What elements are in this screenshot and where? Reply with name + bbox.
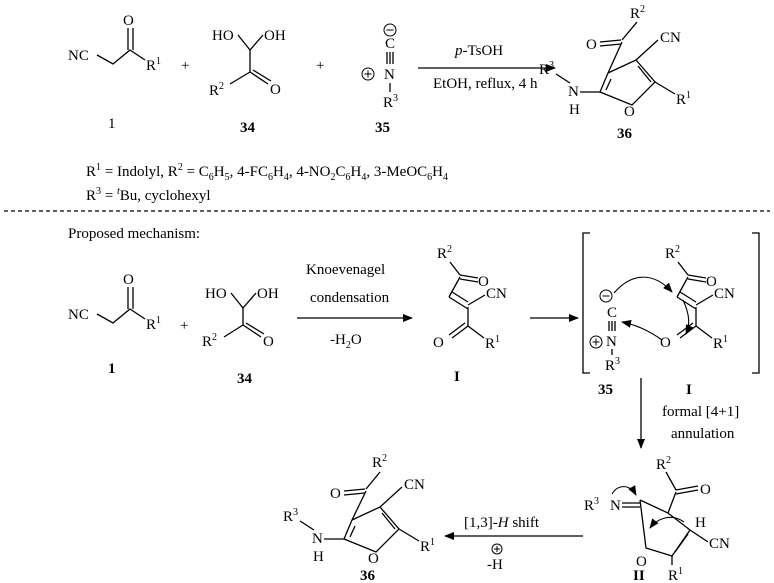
- proton-loss-label: -H: [487, 557, 503, 573]
- r2-label-36: R2: [630, 4, 645, 22]
- formal-label: formal [4+1]: [662, 404, 739, 420]
- intermediate-II: R2 O N R3 H CN R1 O II: [584, 455, 730, 583]
- r2-label-36b: R2: [372, 453, 387, 471]
- hydroxy-label: HO: [212, 28, 234, 44]
- nitrile-group-label-2: NC: [68, 307, 89, 323]
- amine-h-36b: H: [313, 549, 324, 565]
- r1-label-2: R1: [146, 315, 161, 333]
- plus-sign-3: +: [180, 318, 188, 334]
- nitrile-group-label: NC: [68, 48, 89, 64]
- curly-arrow-II-1: [611, 485, 637, 496]
- bracket-label-I: I: [686, 382, 692, 398]
- amine-n-36b: N: [312, 531, 323, 547]
- compound-34-label: 34: [240, 120, 256, 136]
- product-36-bottom: R2 O CN R1 O N H R3 36: [283, 453, 435, 583]
- shift-label: [1,3]-H shift: [464, 515, 540, 531]
- carbonyl-o-I4: O: [660, 335, 671, 351]
- r2-label: R2: [209, 81, 224, 99]
- carbonyl-o-I3: O: [706, 274, 717, 290]
- r1-label-36: R1: [676, 90, 691, 108]
- carbonyl-o-I2: O: [433, 335, 444, 351]
- compound-1-mech: NC O R1 1: [68, 272, 161, 377]
- bracket-label-35: 35: [598, 382, 613, 398]
- transition-bracket: [582, 232, 760, 374]
- hydroxy-label-3: HO: [205, 286, 227, 302]
- cyano-label-36: CN: [660, 30, 681, 46]
- knoevenagel-label: Knoevenagel: [306, 262, 385, 278]
- condensation-label: condensation: [310, 290, 390, 306]
- r1-label-I: R1: [485, 334, 500, 352]
- compound-34-label-2: 34: [237, 371, 253, 387]
- curly-arrow-shift: [682, 299, 694, 335]
- substituent-line-2: R3 = tBu, cyclohexyl: [86, 186, 211, 204]
- carbonyl-o-II: O: [700, 482, 711, 498]
- cyano-label-II: CN: [709, 536, 730, 552]
- product-36-top: R2 O CN R1 O N H R3 36: [539, 4, 691, 142]
- r1-label: R1: [146, 56, 161, 74]
- curly-arrow-attack: [613, 276, 673, 294]
- plus-sign-2: +: [316, 58, 324, 74]
- carbonyl-o-36: O: [586, 37, 597, 53]
- compound-35-label: 35: [375, 120, 390, 136]
- imine-n: N: [610, 498, 621, 514]
- isocyanide-n-2: N: [606, 334, 617, 350]
- bracket-contents: C N R3 R2 O CN O R1 35 I: [589, 244, 735, 398]
- carbonyl-o-2: O: [123, 272, 134, 288]
- compound-36-label: 36: [617, 126, 633, 142]
- amine-h: H: [569, 102, 580, 118]
- annulation-label: annulation: [671, 426, 735, 442]
- isocyanide-c-2: C: [607, 305, 617, 321]
- plus-sign: +: [181, 58, 189, 74]
- ring-oxygen: O: [624, 104, 635, 120]
- amine-n: N: [568, 84, 579, 100]
- intermediate-II-label: II: [633, 568, 645, 583]
- r3-label-II: R3: [584, 496, 599, 514]
- r3-label: R3: [383, 93, 398, 111]
- compound-34-top: HO OH O R2 34: [209, 28, 286, 136]
- r2-label-I2: R2: [665, 244, 680, 262]
- r2-label-I: R2: [437, 244, 452, 262]
- cyano-label-I2: CN: [714, 286, 735, 302]
- water-loss-label: -H2O: [330, 332, 362, 351]
- intermediate-I-label: I: [454, 369, 460, 385]
- mechanism-heading: Proposed mechanism:: [68, 226, 200, 242]
- product-36-label: 36: [360, 568, 376, 583]
- compound-1-top: NC O R1 1: [68, 13, 161, 132]
- isocyanide-n: N: [384, 67, 395, 83]
- compound-1-label-2: 1: [108, 361, 116, 377]
- intermediate-I: R2 O CN O R1 I: [433, 244, 507, 385]
- carbonyl-o: O: [123, 13, 134, 29]
- r3-label-36: R3: [539, 60, 554, 78]
- r3-label-36b: R3: [283, 507, 298, 525]
- r1-label-36b: R1: [420, 537, 435, 555]
- compound-35-top: C N R3 35: [361, 23, 398, 136]
- reagent-label: p-TsOH: [454, 43, 503, 59]
- r3-label-2: R3: [605, 356, 620, 374]
- ring-h-II: H: [695, 515, 706, 531]
- substituent-line-1: R1 = Indolyl, R2 = C6H5, 4-FC6H4, 4-NO2C…: [86, 162, 448, 183]
- hydroxy-label-4: OH: [257, 286, 279, 302]
- isocyanide-c: C: [385, 36, 395, 52]
- conditions-label: EtOH, reflux, 4 h: [433, 76, 538, 92]
- curly-arrow-close: [621, 319, 663, 341]
- r2-label-2: R2: [202, 332, 217, 350]
- ring-oxygen-II: O: [636, 554, 647, 570]
- r1-label-I2: R1: [713, 334, 728, 352]
- ring-oxygen-36b: O: [368, 551, 379, 567]
- carbonyl-o-4: O: [263, 334, 274, 350]
- r2-label-II: R2: [656, 455, 671, 473]
- cyano-label-I: CN: [486, 286, 507, 302]
- compound-34-mech: HO OH O R2 34: [202, 286, 279, 387]
- hydroxy-label-2: OH: [264, 28, 286, 44]
- carbonyl-o-34: O: [270, 82, 281, 98]
- compound-1-label: 1: [108, 116, 116, 132]
- curly-arrow-II-2: [649, 516, 685, 529]
- carbonyl-o-36b: O: [330, 486, 341, 502]
- carbonyl-o-I1: O: [478, 274, 489, 290]
- r1-label-II: R1: [668, 566, 683, 583]
- cyano-label-36b: CN: [404, 477, 425, 493]
